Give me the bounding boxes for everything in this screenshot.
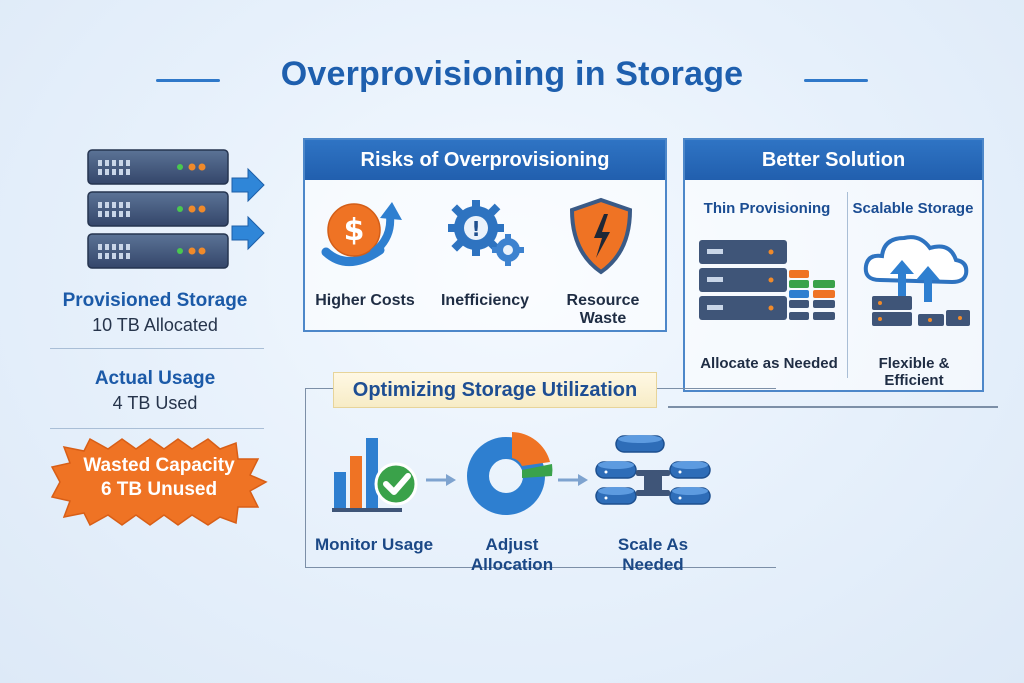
provisioned-block: Provisioned Storage 10 TB Allocated <box>20 290 290 336</box>
arrow-right-icon <box>426 474 456 486</box>
solution-divider <box>847 192 848 378</box>
provisioned-value: 10 TB Allocated <box>92 315 218 335</box>
actual-usage-label: Actual Usage <box>94 368 216 389</box>
optimize-frame-line-right <box>668 406 998 408</box>
wasted-capacity-label: Wasted Capacity <box>83 455 235 476</box>
cloud-upload-icon <box>863 235 970 326</box>
optimize-step-3: Scale As Needed <box>617 535 689 574</box>
left-separator-1 <box>50 348 264 349</box>
optimize-step-2: Adjust Allocation <box>470 535 554 574</box>
risk-caption-1: Higher Costs <box>315 292 415 309</box>
donut-chart-icon <box>467 432 553 515</box>
actual-usage-block: Actual Usage 4 TB Used <box>20 368 290 414</box>
arrow-right-icon-2 <box>558 474 588 486</box>
optimize-title: Optimizing Storage Utilization <box>333 372 657 408</box>
bar-chart-check-icon <box>332 438 418 512</box>
risk-caption-2: Inefficiency <box>440 292 530 309</box>
gears-icon: ! <box>448 200 524 266</box>
thin-provisioning-title: Thin Provisioning <box>703 200 831 217</box>
page-title: Overprovisioning in Storage <box>280 55 744 93</box>
wasted-capacity-value: 6 TB Unused <box>100 479 218 500</box>
optimize-step-1: Monitor Usage <box>314 535 434 554</box>
page-title-wrap: Overprovisioning in Storage <box>0 55 1024 94</box>
provisioned-label: Provisioned Storage <box>62 290 248 311</box>
database-cluster-icon <box>595 435 711 505</box>
svg-text:$: $ <box>344 213 365 248</box>
wasted-capacity-burst <box>50 437 268 527</box>
dollar-arrow-icon: $ <box>321 202 402 266</box>
title-line-right <box>804 79 868 82</box>
shield-icon <box>569 197 633 275</box>
risk-caption-3: Resource Waste <box>566 292 640 327</box>
actual-usage-value: 4 TB Used <box>112 393 198 413</box>
scalable-storage-title: Scalable Storage <box>852 200 974 217</box>
thin-provisioning-caption: Allocate as Needed <box>700 355 838 372</box>
thin-provisioning-server-icon <box>699 240 835 320</box>
svg-text:!: ! <box>471 217 480 241</box>
left-separator-2 <box>50 428 264 429</box>
risks-header: Risks of Overprovisioning <box>305 140 665 180</box>
scalable-storage-caption: Flexible & Efficient <box>878 355 950 389</box>
title-line-left <box>156 79 220 82</box>
solution-header: Better Solution <box>685 140 982 180</box>
wasted-capacity-text: Wasted Capacity 6 TB Unused <box>50 455 268 501</box>
server-rack-icon <box>87 149 265 269</box>
